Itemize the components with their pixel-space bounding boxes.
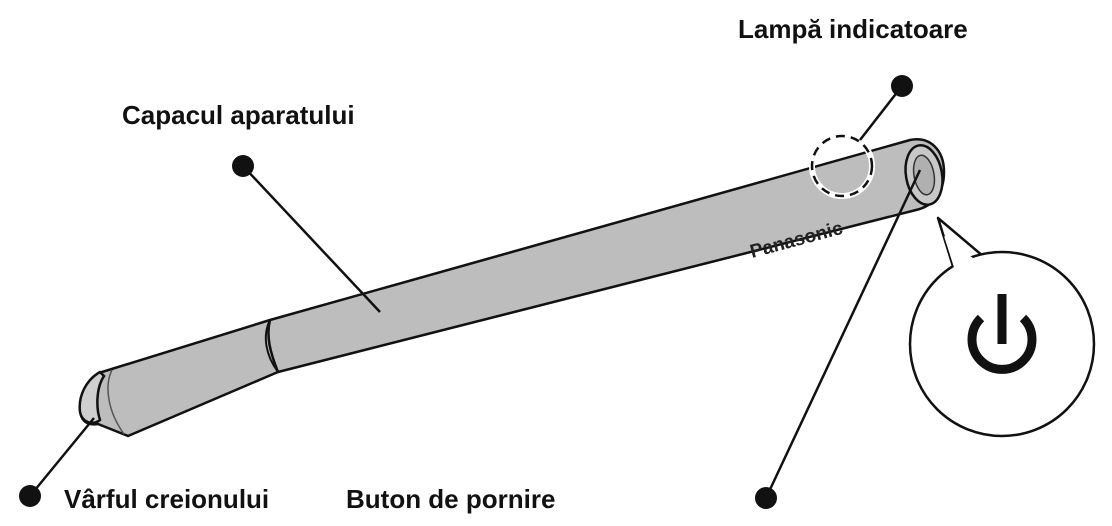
pen: Panasonic [78, 138, 946, 438]
indicator-lamp-label: Lampă indicatoare [738, 14, 968, 44]
device-cap-label: Capacul aparatului [122, 100, 355, 130]
power-button-leader [764, 169, 922, 499]
indicator-lamp-dashed-circle [810, 134, 874, 198]
pen-end-inner [912, 154, 936, 196]
pen-tip-leader [29, 417, 95, 497]
pen-tip-ring [107, 369, 125, 435]
power-icon [967, 294, 1037, 374]
power-button-label: Buton de pornire [346, 484, 555, 514]
pen-tip-dot [19, 485, 41, 507]
power-callout [908, 216, 1096, 438]
device-cap-dot [232, 155, 254, 177]
pen-tip-label: Vârful creionului [64, 484, 269, 514]
power-button-dot [755, 487, 777, 509]
indicator-lamp-dot [891, 75, 913, 97]
indicator-lamp-leader [859, 85, 903, 141]
pen-joint-line [264, 319, 279, 373]
device-cap-leader [242, 165, 381, 313]
